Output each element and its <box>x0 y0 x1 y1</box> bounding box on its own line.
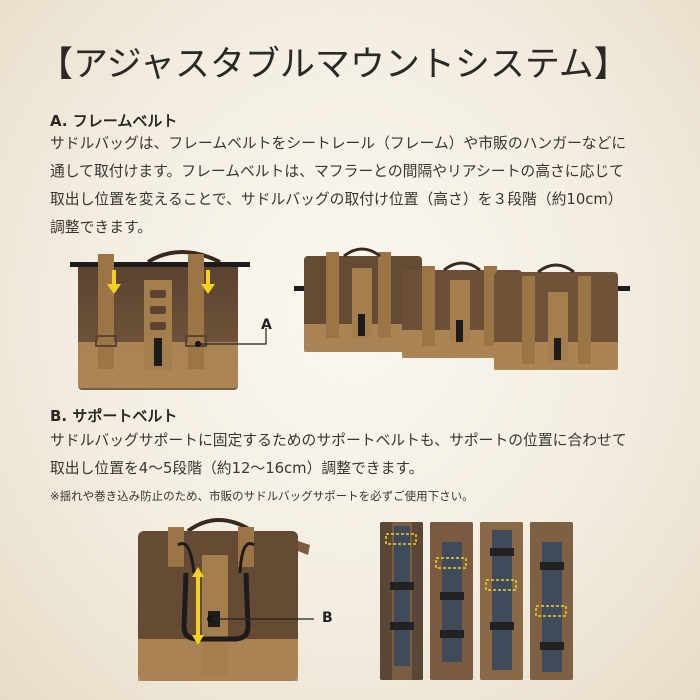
section-b-line-2: 取出し位置を4〜5段階（約12〜16cm）調整できます。 <box>50 460 424 477</box>
down-arrow-icon <box>107 270 121 294</box>
callout-a: A <box>261 317 272 333</box>
frame-belt-left <box>98 254 114 369</box>
buckle <box>154 338 162 366</box>
frame-belt-right <box>188 254 204 369</box>
strap-closeup-photo-2 <box>430 522 473 680</box>
usage-note: ※揺れや巻き込み防止のため、市販のサドルバッグサポートを必ずご使用下さい。 <box>50 489 474 503</box>
saddlebag-support-frame <box>181 572 251 642</box>
callout-b: B <box>322 610 333 626</box>
section-a-body: サドルバッグは、フレームベルトをシートレール（フレーム）や市販のハンガーなどに … <box>50 130 670 242</box>
section-b-body: サドルバッグサポートに固定するためのサポートベルトも、サポートの位置に合わせて … <box>50 427 670 483</box>
bag-height-3 <box>494 272 618 370</box>
section-a-line-1: サドルバッグは、フレームベルトをシートレール（フレーム）や市販のハンガーなどに <box>50 135 627 152</box>
section-a-line-4: 調整できます。 <box>50 219 153 236</box>
strap-closeup-photo-1 <box>380 522 423 680</box>
support-belt-bag-photo <box>138 518 314 681</box>
section-b-heading: B. サポートベルト <box>50 407 178 425</box>
strap-closeup-photo-3 <box>480 522 523 680</box>
section-a-line-3: 取出し位置を変えることで、サドルバッグの取付け位置（高さ）を３段階（約10cm） <box>50 191 623 208</box>
frame-bar <box>70 262 250 267</box>
page-title: 【アジャスタブルマウントシステム】 <box>38 45 629 85</box>
strap-closeup-photo-4 <box>530 522 573 680</box>
up-down-arrow-icon <box>192 567 204 645</box>
section-b-line-1: サドルバッグサポートに固定するためのサポートベルトも、サポートの位置に合わせて <box>50 432 627 449</box>
bag-height-1 <box>304 252 422 352</box>
frame-belt-bag-photo <box>70 250 267 390</box>
section-a-heading: A. フレームベルト <box>50 112 178 130</box>
height-comparison-photo <box>294 247 630 370</box>
section-a-line-2: 通して取付けます。フレームベルトは、マフラーとの間隔やリアシートの高さに応じて <box>50 163 624 180</box>
down-arrow-icon <box>201 270 215 294</box>
